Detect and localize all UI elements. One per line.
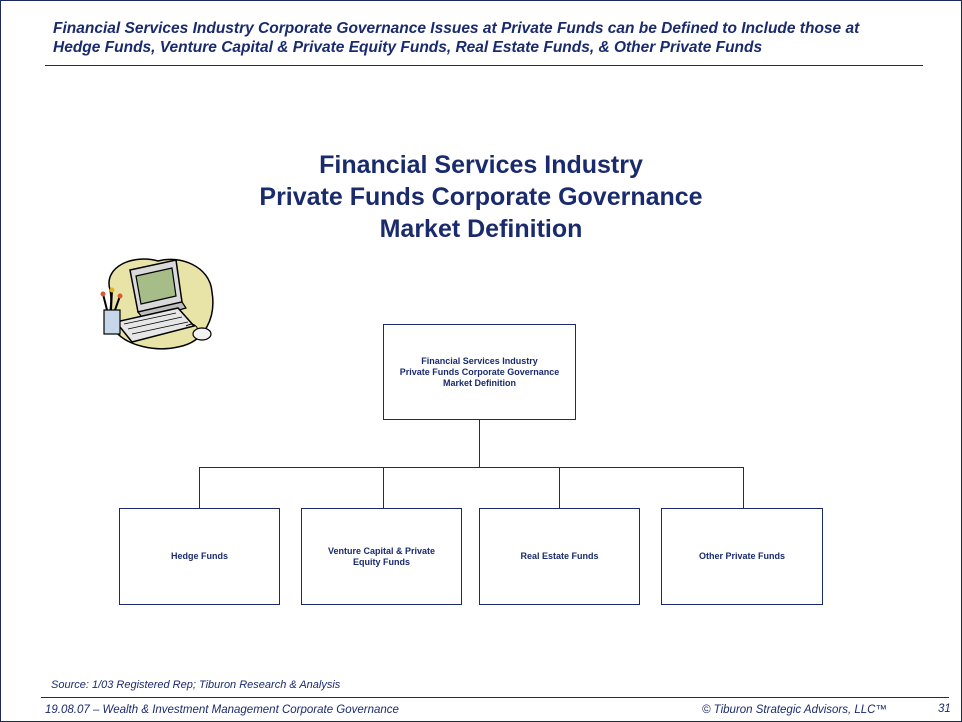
org-child-label: Hedge Funds [170, 551, 228, 561]
source-note: Source: 1/03 Registered Rep; Tiburon Res… [51, 679, 341, 691]
footer-copyright: © Tiburon Strategic Advisors, LLC™ [702, 704, 887, 716]
org-child-label: Other Private Funds [698, 551, 786, 561]
header-title-line2: Hedge Funds, Venture Capital & Private E… [53, 39, 763, 56]
org-child-label-line2: Equity Funds [353, 556, 410, 567]
org-child-label: Real Estate Funds [520, 551, 599, 561]
main-title-line2: Private Funds Corporate Governance [259, 183, 703, 211]
org-child-venture-capital: Venture Capital & Private Equity Funds [301, 508, 462, 605]
connector-child-3 [559, 467, 560, 508]
org-child-real-estate-funds: Real Estate Funds [479, 508, 640, 605]
org-root-line3: Market Definition [442, 377, 516, 388]
connector-child-2 [383, 467, 384, 508]
connector-root-down [479, 420, 480, 468]
main-title-line3: Market Definition [379, 215, 583, 243]
footer-left-text: 19.08.07 – Wealth & Investment Managemen… [45, 704, 399, 716]
org-root-line2: Private Funds Corporate Governance [399, 366, 560, 377]
header-title: Financial Services Industry Corporate Go… [53, 19, 933, 57]
main-title: Financial Services Industry Private Fund… [0, 149, 962, 245]
connector-horizontal [199, 467, 744, 468]
header-title-line1: Financial Services Industry Corporate Go… [53, 20, 860, 37]
org-child-other-private-funds: Other Private Funds [661, 508, 823, 605]
header-rule [45, 65, 923, 66]
connector-child-4 [743, 467, 744, 508]
org-child-hedge-funds: Hedge Funds [119, 508, 280, 605]
computer-clipart-icon [100, 258, 214, 350]
org-child-label: Venture Capital & Private [327, 545, 436, 556]
org-root-box: Financial Services Industry Private Fund… [383, 324, 576, 420]
footer-rule [41, 697, 949, 698]
main-title-line1: Financial Services Industry [319, 151, 643, 179]
org-root-line1: Financial Services Industry [421, 355, 538, 366]
connector-child-1 [199, 467, 200, 508]
page-number: 31 [938, 703, 951, 715]
